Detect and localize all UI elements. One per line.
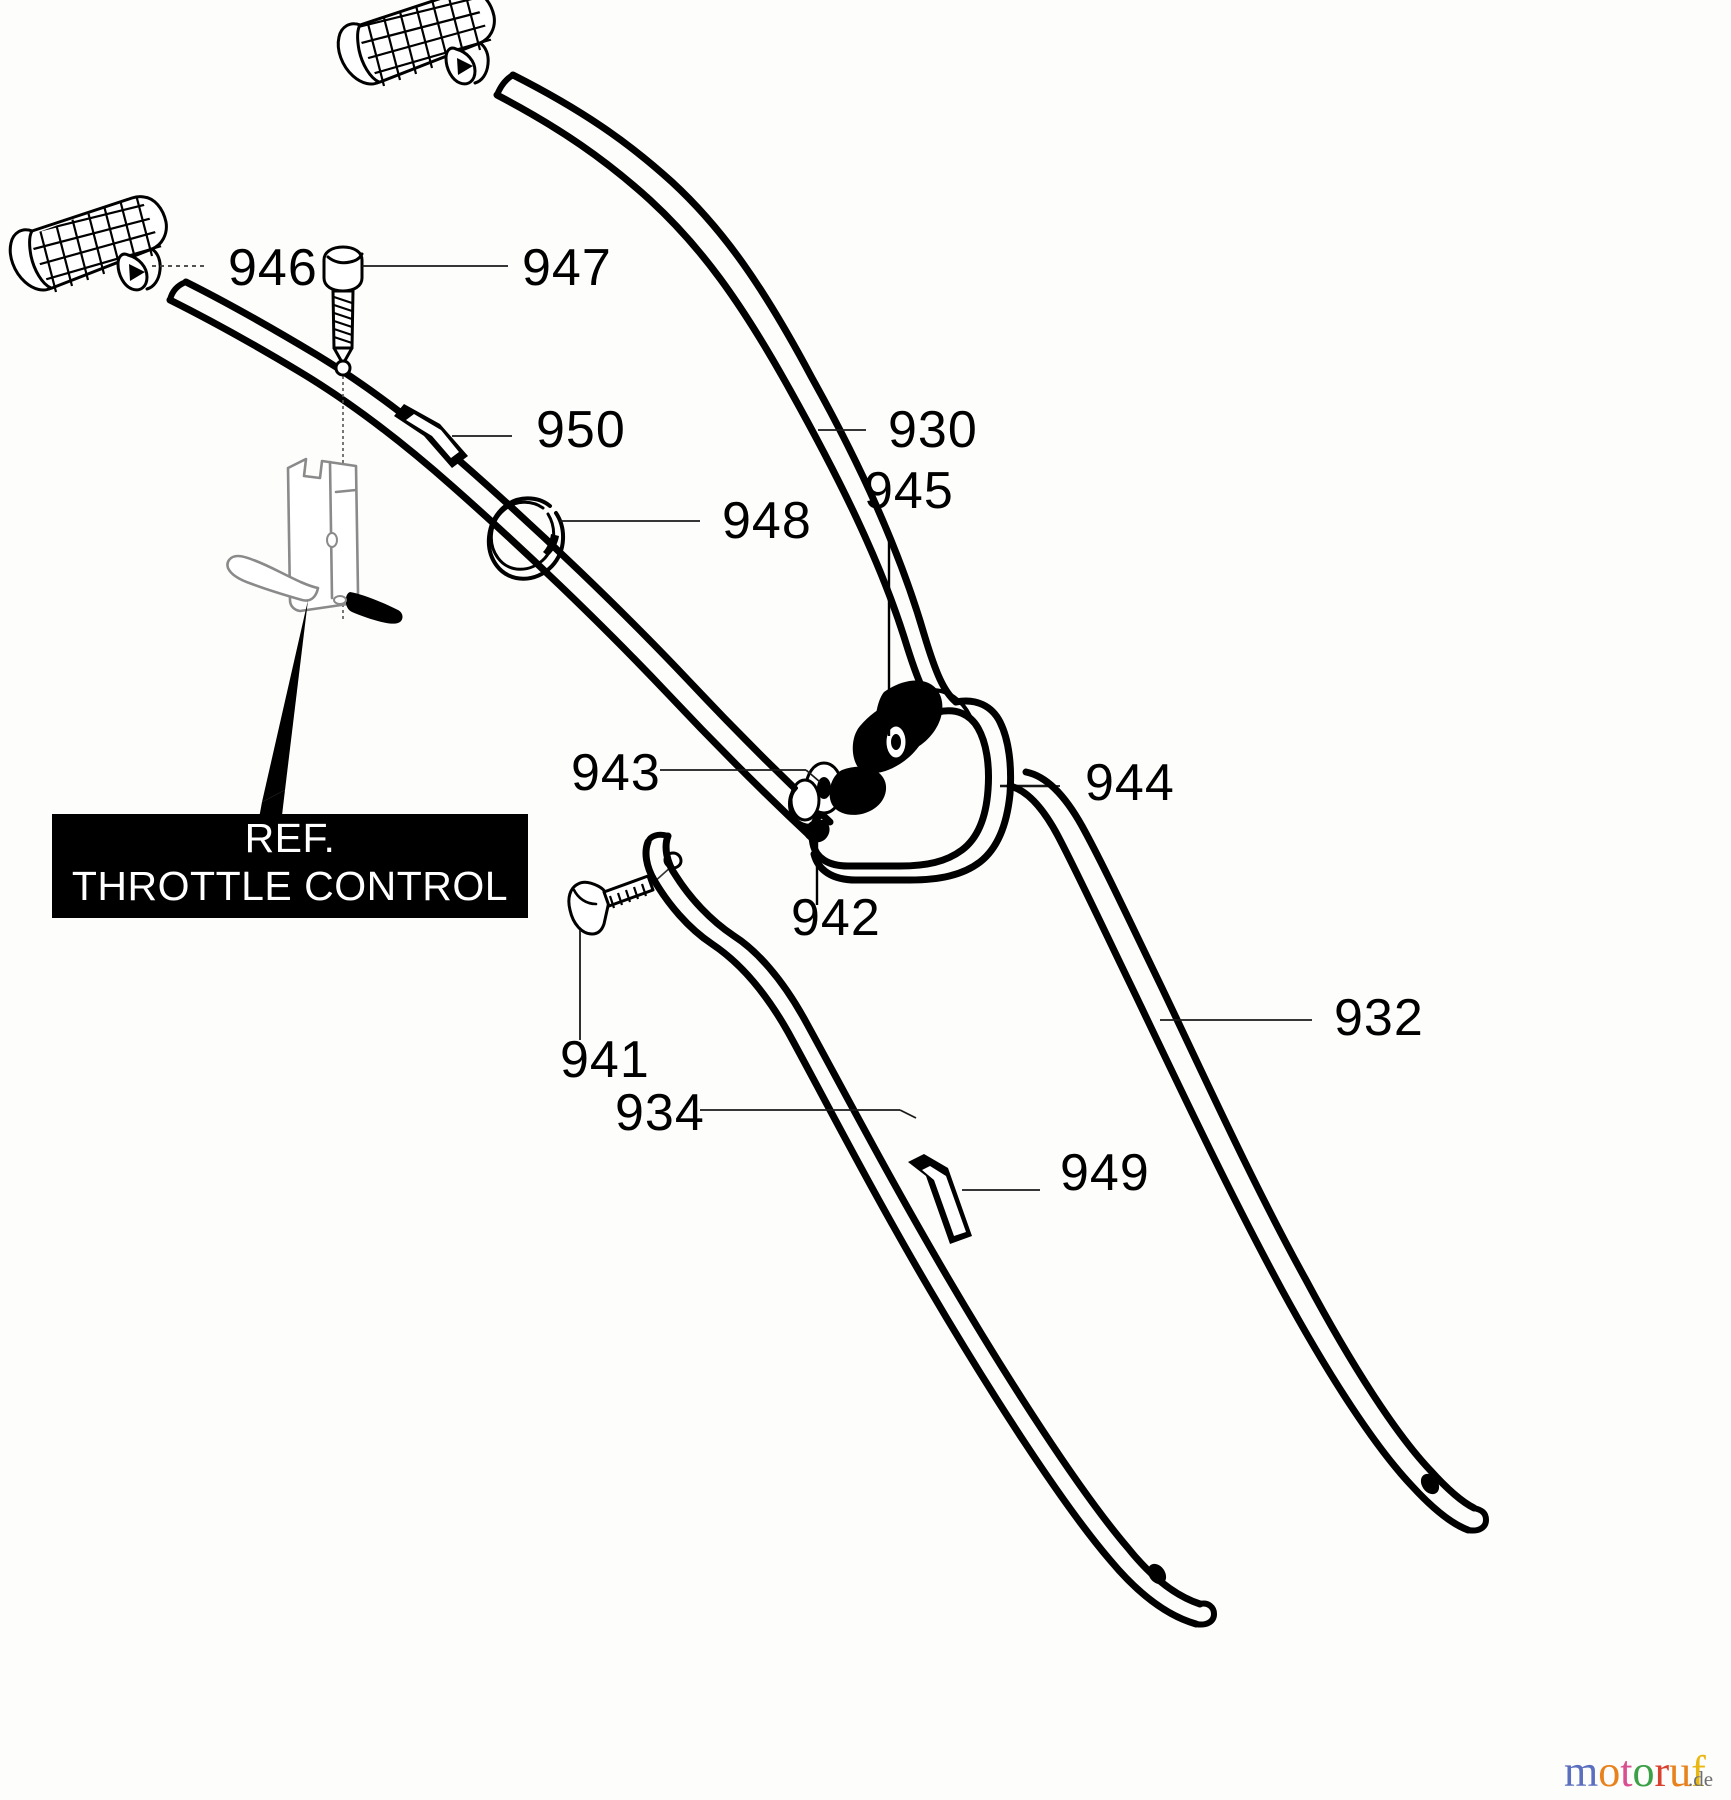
carriage-bolt-941 — [567, 851, 683, 1040]
callout-948: 948 — [722, 492, 812, 550]
wm-letter-o2: o — [1632, 1747, 1654, 1796]
lower-handle-right-tube — [1006, 768, 1489, 1534]
callout-934: 934 — [615, 1084, 705, 1142]
wm-letter-f: f — [1691, 1747, 1706, 1796]
lower-handle-left-tube — [642, 831, 1217, 1628]
callout-946: 946 — [228, 239, 318, 297]
upper-handle-clip-950 — [394, 404, 512, 468]
handle-grip-right — [336, 0, 500, 87]
ref-box-line1: REF. — [245, 815, 336, 861]
hardware-stack — [660, 536, 943, 905]
callout-943: 943 — [571, 744, 661, 802]
callout-941: 941 — [560, 1031, 650, 1089]
upper-handle-right-tube — [493, 71, 960, 716]
watermark-motoruf: motoruf .de — [1564, 1747, 1713, 1796]
upper-handle-left-tube — [166, 278, 834, 842]
reference-box: REF. THROTTLE CONTROL — [52, 814, 528, 918]
callout-945: 945 — [864, 462, 954, 520]
split-ring-clamp-948 — [486, 496, 700, 581]
callout-947: 947 — [522, 239, 612, 297]
svg-text:motoruf: motoruf — [1564, 1747, 1706, 1796]
wm-letter-r: r — [1654, 1747, 1669, 1796]
screw-947 — [322, 245, 508, 620]
lower-handle-clip-949 — [908, 1154, 1040, 1244]
wm-suffix: .de — [1688, 1767, 1713, 1791]
wm-letter-u: u — [1669, 1747, 1691, 1796]
wm-letter-t: t — [1620, 1747, 1632, 1796]
callout-930: 930 — [888, 401, 978, 459]
callout-944: 944 — [1085, 754, 1175, 812]
callout-950: 950 — [536, 401, 626, 459]
callout-932: 932 — [1334, 989, 1424, 1047]
callout-942: 942 — [791, 889, 881, 947]
wm-letter-o1: o — [1598, 1747, 1620, 1796]
ref-box-line2: THROTTLE CONTROL — [72, 863, 508, 909]
wm-letter-m: m — [1564, 1747, 1598, 1796]
callout-949: 949 — [1060, 1144, 1150, 1202]
handle-grip-left — [8, 195, 170, 293]
